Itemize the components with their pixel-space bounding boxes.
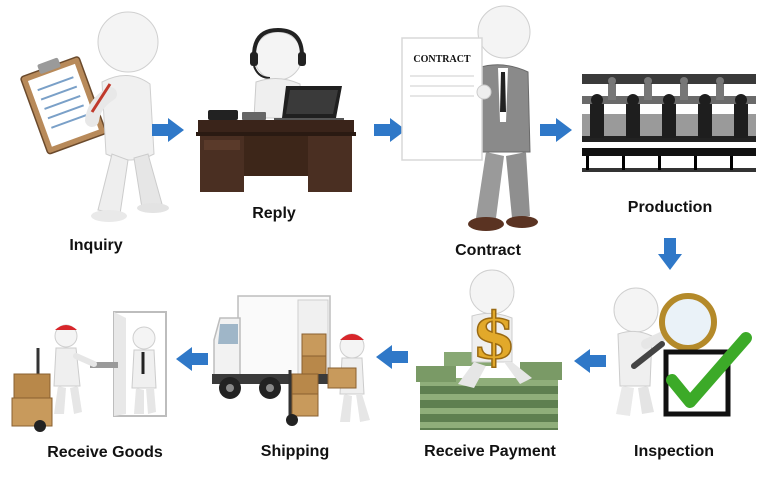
step-label-receive-goods: Receive Goods <box>47 444 163 462</box>
svg-text:$: $ <box>472 299 517 374</box>
arrow-right-icon <box>540 118 572 142</box>
step-label-production: Production <box>628 199 712 217</box>
money-pile-figure-icon: $ <box>414 266 566 438</box>
headset-desk-figure-icon <box>194 26 360 198</box>
delivery-truck-icon <box>210 290 378 430</box>
contract-sign-text: CONTRACT <box>413 54 471 65</box>
step-label-inspection: Inspection <box>634 443 714 461</box>
contract-figure-icon: CONTRACT <box>398 2 538 236</box>
door-delivery-icon <box>10 308 172 436</box>
arrow-left-icon <box>176 347 208 371</box>
magnifier-check-icon <box>606 282 756 422</box>
arrow-right-icon <box>152 118 184 142</box>
arrow-down-icon <box>658 238 682 270</box>
step-label-shipping: Shipping <box>261 443 329 461</box>
arrow-left-icon <box>574 349 606 373</box>
assembly-line-icon <box>582 70 756 180</box>
step-label-receive-payment: Receive Payment <box>424 443 556 461</box>
clipboard-figure-icon <box>14 4 174 226</box>
step-label-contract: Contract <box>455 242 521 260</box>
step-label-reply: Reply <box>252 205 296 223</box>
arrow-left-icon <box>376 345 408 369</box>
step-label-inquiry: Inquiry <box>69 237 122 255</box>
